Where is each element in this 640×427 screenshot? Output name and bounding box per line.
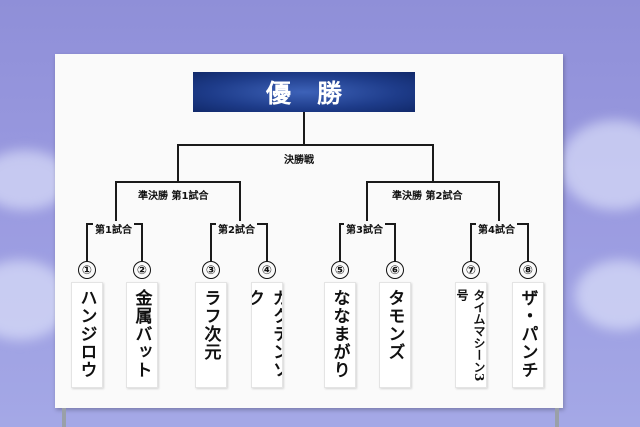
entrant-number: ⑥ — [386, 261, 404, 279]
semifinal-2-label: 準決勝 第2試合 — [390, 187, 465, 202]
entrant-name: ガクテンソク — [251, 282, 283, 388]
entrant-number: ④ — [258, 261, 276, 279]
entrant-name: タモンズ — [379, 282, 411, 388]
entrant-name: ラフ次元 — [195, 282, 227, 388]
entrant-number: ③ — [202, 261, 220, 279]
entrant-number: ② — [133, 261, 151, 279]
match-1-label: 第1試合 — [93, 221, 134, 236]
entrant-name: ななまがり — [324, 282, 356, 388]
entrant-number: ⑤ — [331, 261, 349, 279]
entrant-number: ① — [78, 261, 96, 279]
entrant-name: ザ・パンチ — [512, 282, 544, 388]
entrant-name: タイムマシーン3号 — [455, 282, 487, 388]
match-4-label: 第4試合 — [476, 221, 517, 236]
board-leg — [62, 408, 66, 427]
match-3-label: 第3試合 — [344, 221, 385, 236]
champion-banner: 優勝 — [193, 72, 415, 112]
match-2-label: 第2試合 — [216, 221, 257, 236]
cloud — [560, 120, 640, 210]
cloud — [575, 260, 640, 330]
entrant-number: ⑧ — [519, 261, 537, 279]
entrant-name: 金属バット — [126, 282, 158, 388]
entrant-number: ⑦ — [462, 261, 480, 279]
entrant-name: ハンジロウ — [71, 282, 103, 388]
final-label: 決勝戦 — [282, 151, 316, 166]
board-leg — [555, 408, 559, 427]
semifinal-1-label: 準決勝 第1試合 — [136, 187, 211, 202]
